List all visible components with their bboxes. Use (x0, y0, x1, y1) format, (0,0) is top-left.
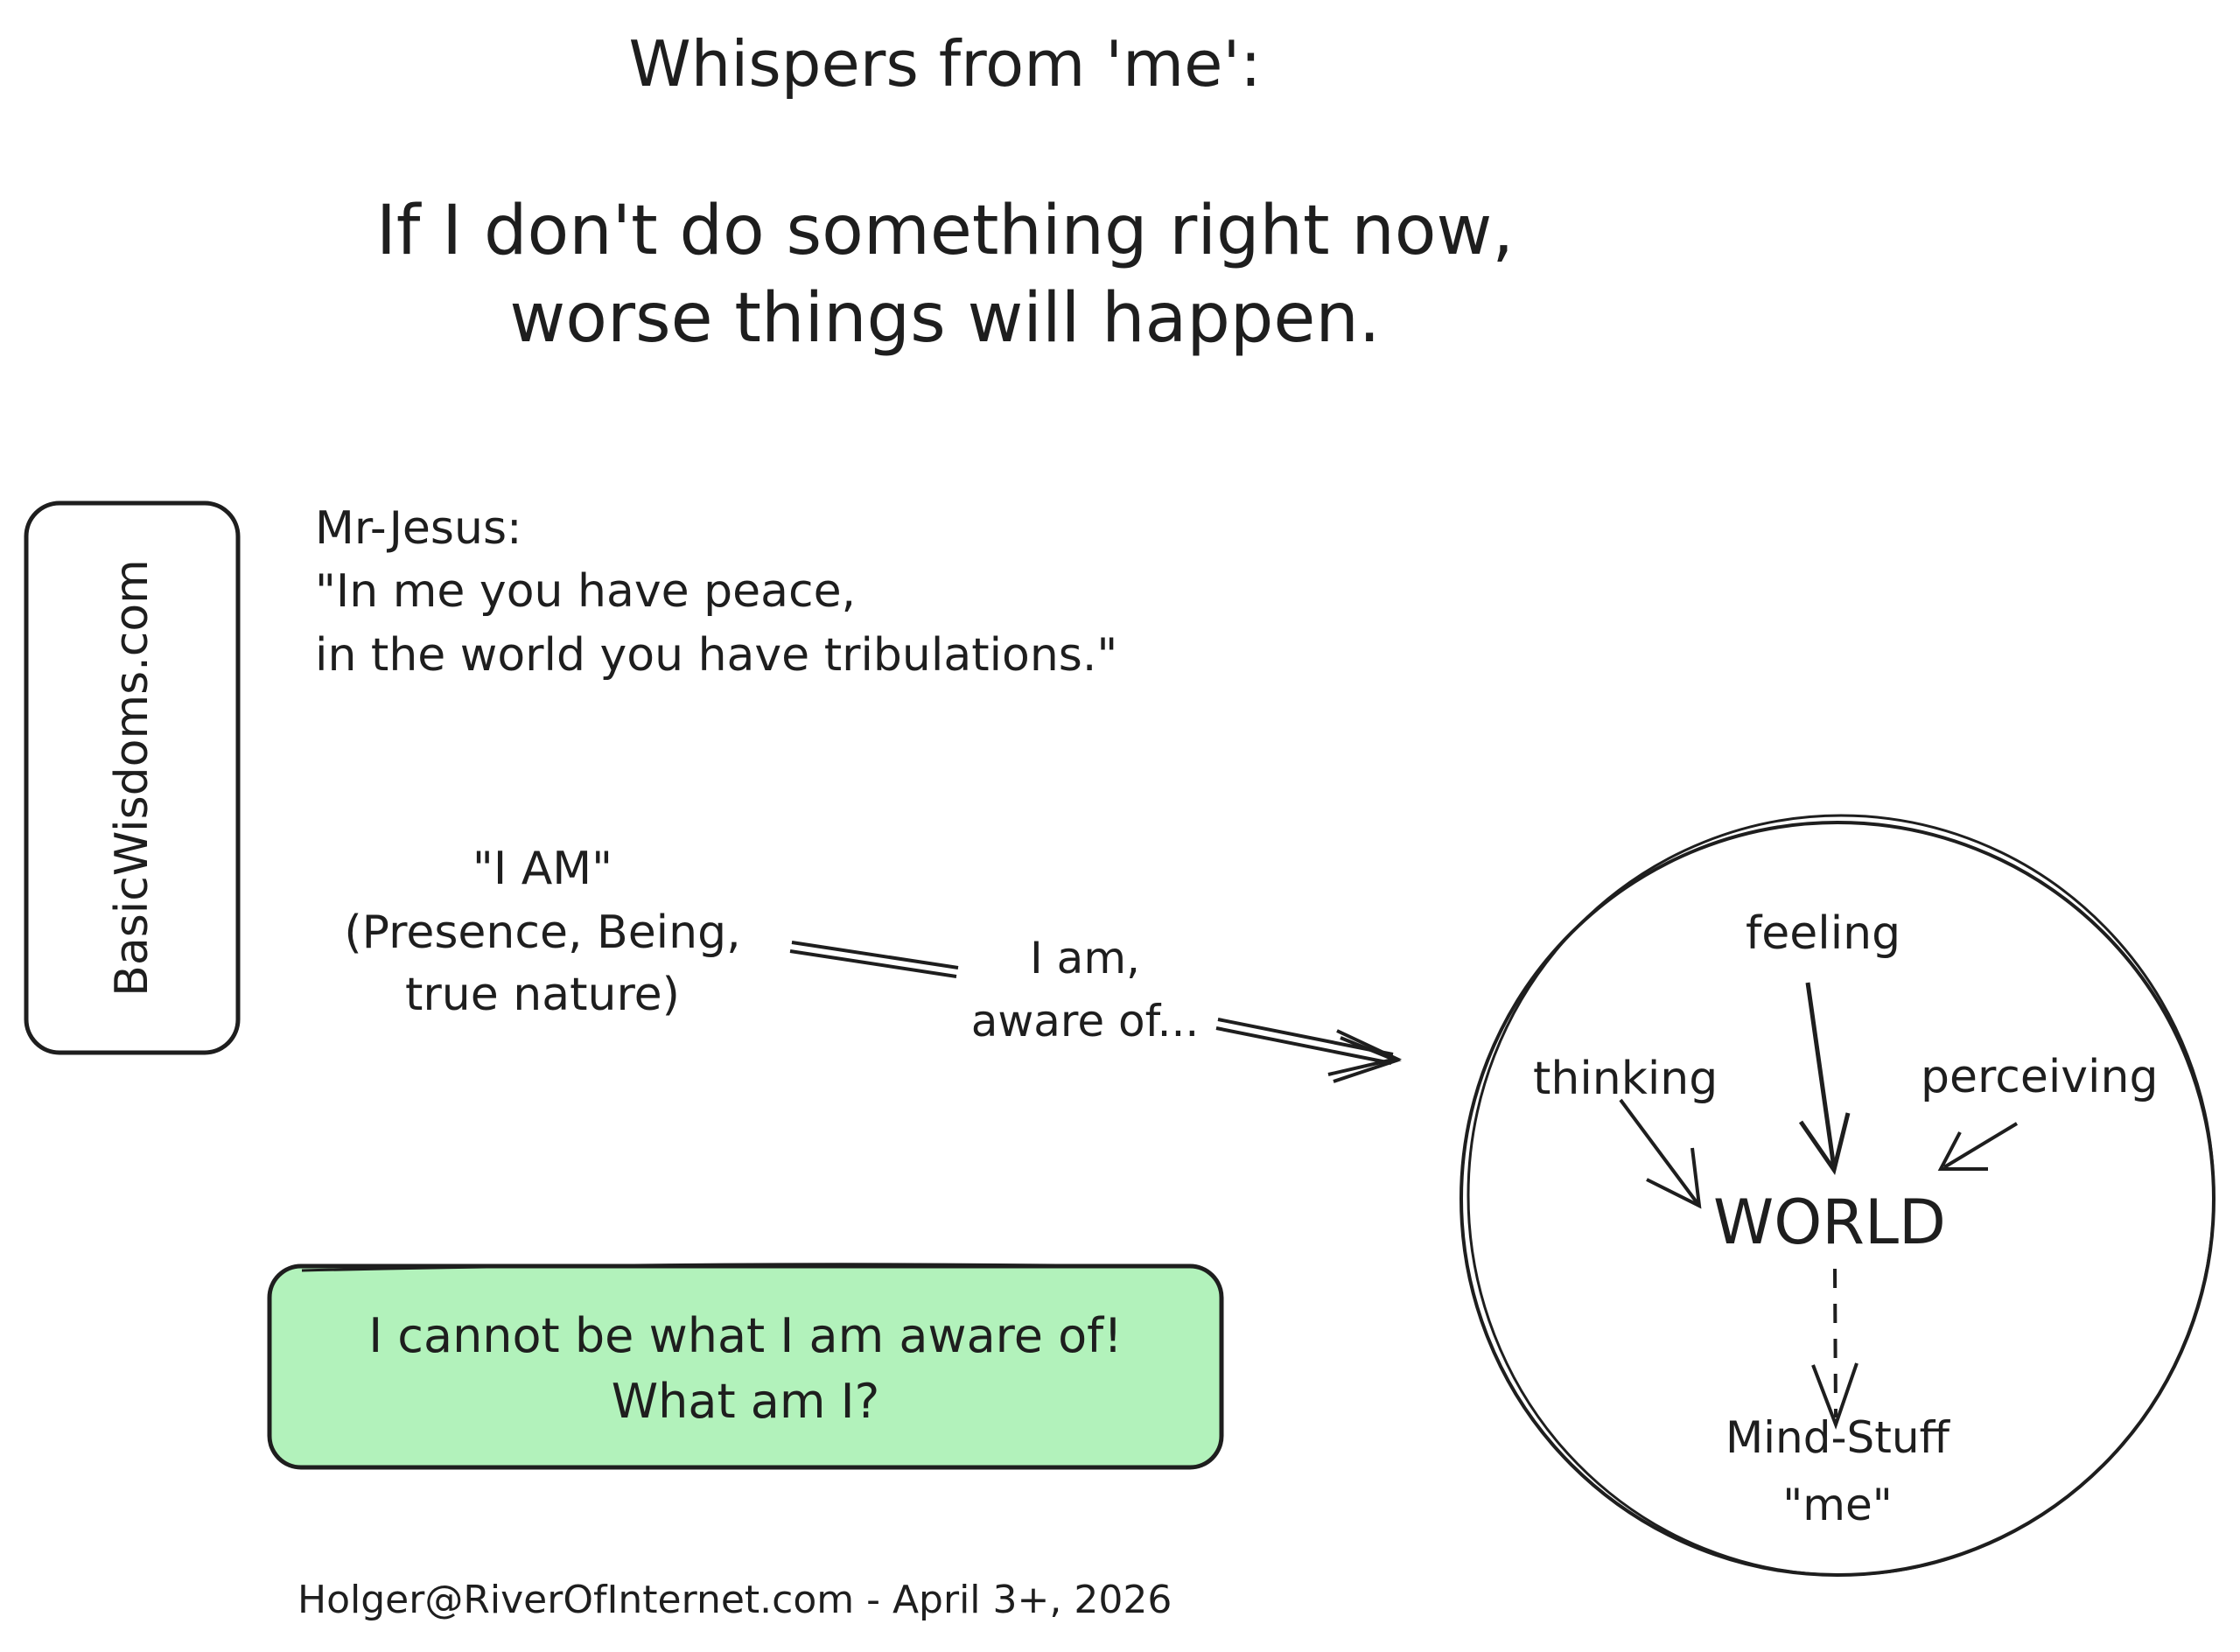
callout-box (267, 1264, 1224, 1470)
headline-line-2: worse things will happen. (509, 279, 1381, 358)
connector-iam (789, 941, 959, 978)
arrow-world-to-mindstuff (1811, 1268, 1858, 1430)
label-feeling: feeling (1746, 907, 1901, 960)
label-perceiving: perceiving (1921, 1051, 2159, 1103)
callout-box-sketch-stroke (301, 1263, 1191, 1272)
aware-line-1: I am, (1030, 933, 1140, 984)
label-world: WORLD (1713, 1186, 1946, 1258)
headline-line-1: If I don't do something right now, (375, 192, 1515, 270)
side-label-box (24, 500, 241, 1055)
arrow-perceiving (1937, 1122, 2019, 1171)
label-thinking: thinking (1533, 1053, 1718, 1105)
label-me: "me" (1782, 1480, 1893, 1530)
arrow-thinking (1619, 1098, 1702, 1209)
side-label: BasicWisdoms.com (105, 559, 158, 997)
quote-line-2: in the world you have tribulations." (315, 629, 1118, 682)
i-am-line-2: (Presence, Being, (344, 906, 741, 959)
callout-line-1: I cannot be what I am aware of! (368, 1308, 1123, 1363)
aware-line-2: aware of... (970, 996, 1200, 1046)
page-title: Whispers from 'me': (628, 27, 1262, 101)
quote-line-1: "In me you have peace, (315, 565, 857, 618)
quote-speaker: Mr-Jesus: (315, 502, 522, 555)
i-am-line-3: true nature) (405, 969, 680, 1021)
arrow-to-world (1215, 1018, 1403, 1083)
footer-credit: Holger@RiverOfInternet.com - April 3+, 2… (298, 1578, 1172, 1622)
label-mind-stuff: Mind-Stuff (1726, 1412, 1950, 1463)
world-circle-sketch (1466, 814, 2216, 1577)
callout-line-2: What am I? (611, 1374, 880, 1429)
arrow-feeling (1798, 982, 1851, 1175)
i-am-line-1: "I AM" (472, 843, 613, 895)
